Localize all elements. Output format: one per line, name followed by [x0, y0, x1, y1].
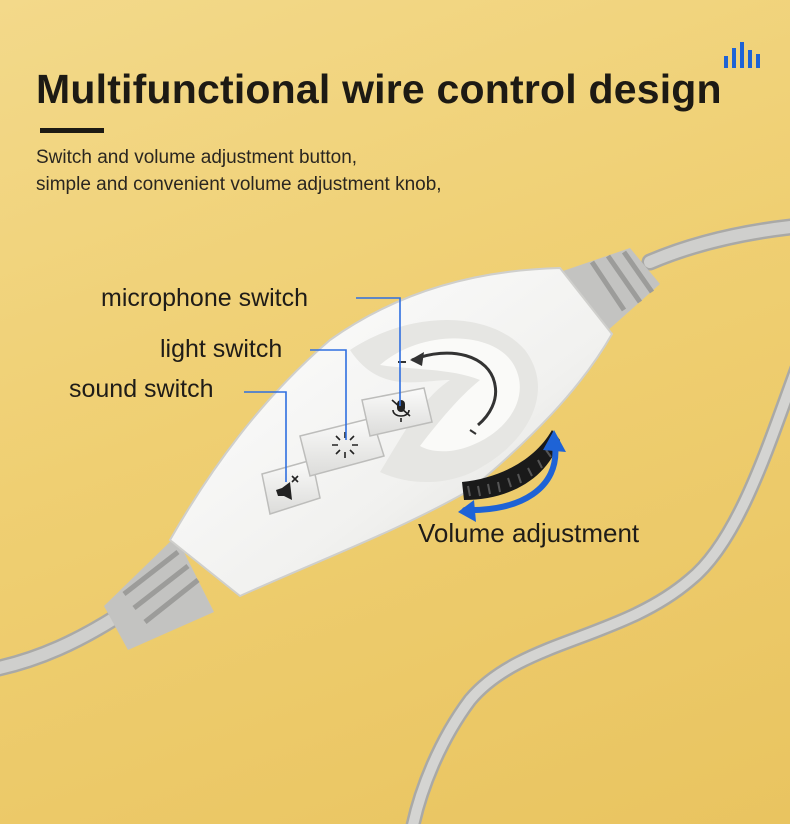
- callout-leader-lines: [244, 297, 401, 482]
- light-switch-label: light switch: [160, 335, 283, 363]
- volume-adjustment-label: Volume adjustment: [418, 518, 640, 548]
- microphone-mute-icon: [391, 399, 411, 422]
- headset-cable: [0, 218, 790, 824]
- volume-rotation-guide: [398, 351, 498, 435]
- title-underline: [40, 128, 104, 133]
- left-strain-relief: [104, 536, 214, 650]
- volume-knob[interactable]: [462, 430, 560, 500]
- volume-arrow-icon: [458, 430, 566, 522]
- sound-bars-icon: [724, 42, 760, 68]
- speaker-mute-icon: [276, 475, 299, 500]
- light-switch-button[interactable]: [299, 417, 385, 477]
- page-title: Multifunctional wire control design: [36, 66, 722, 112]
- subtitle-line-2: simple and convenient volume adjustment …: [36, 174, 442, 195]
- microphone-switch-button[interactable]: [361, 387, 433, 437]
- sound-switch-label: sound switch: [69, 375, 214, 403]
- light-burst-icon: [332, 432, 358, 458]
- sound-switch-button[interactable]: [261, 459, 321, 515]
- right-strain-relief: [560, 248, 660, 332]
- subtitle-line-1: Switch and volume adjustment button,: [36, 147, 358, 168]
- microphone-switch-label: microphone switch: [101, 284, 309, 312]
